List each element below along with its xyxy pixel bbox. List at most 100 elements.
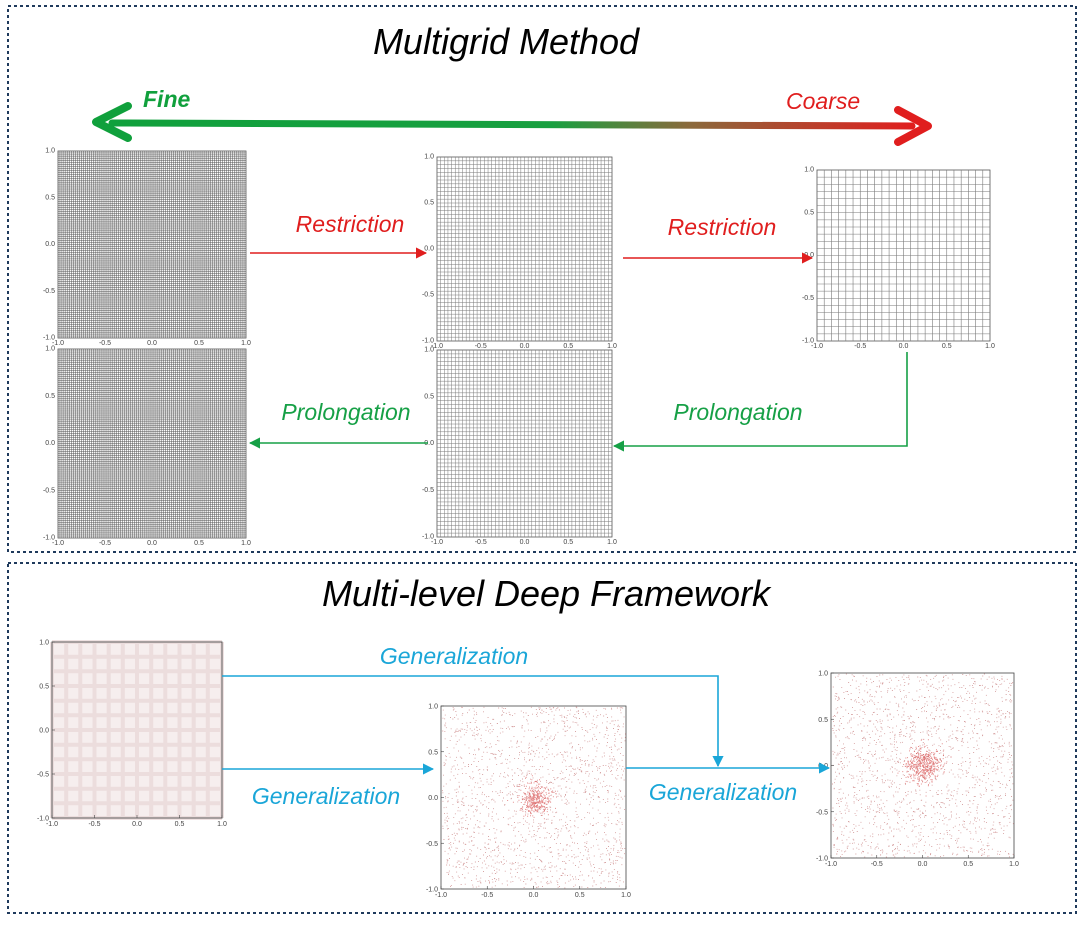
- x-tick-label: 0.5: [963, 861, 973, 868]
- grid-x-tick: 0.5: [194, 540, 204, 547]
- grid-lines: [58, 349, 246, 538]
- x-tick-label: 1.0: [1009, 861, 1019, 868]
- restriction-label-2: Restriction: [668, 214, 777, 240]
- restriction-label-1: Restriction: [296, 211, 405, 237]
- top-panel-title: Multigrid Method: [373, 21, 640, 62]
- grid-x-tick: -0.5: [99, 340, 111, 347]
- y-tick-label: 0.0: [428, 795, 438, 802]
- prolongation-label-2: Prolongation: [281, 399, 410, 425]
- grid-y-tick: 0.5: [45, 393, 55, 400]
- bottom-panel-title: Multi-level Deep Framework: [322, 573, 772, 614]
- y-tick-label: -0.5: [426, 841, 438, 848]
- scatter-uniform-points: [442, 706, 626, 889]
- scatter-cluster-points: [507, 775, 557, 820]
- y-tick-label: 1.0: [428, 704, 438, 711]
- y-tick-label: 1.0: [39, 640, 49, 647]
- generalization-label-left: Generalization: [252, 783, 400, 809]
- grid-y-tick: -1.0: [43, 335, 55, 342]
- grid-lines: [58, 151, 246, 338]
- grid-x-tick: 0.0: [899, 343, 909, 350]
- generalization-label-top: Generalization: [380, 643, 528, 669]
- top-panel-frame: [7, 5, 1077, 553]
- grid-x-tick: -0.5: [854, 343, 866, 350]
- fine-coarse-arrow-shaft: [108, 119, 916, 130]
- y-tick-label: -0.5: [816, 809, 828, 816]
- scatter-cluster-points: [897, 738, 952, 797]
- y-tick-label: 0.0: [818, 763, 828, 770]
- grid-y-tick: -1.0: [422, 338, 434, 345]
- grid-y-tick: 0.5: [424, 393, 434, 400]
- grid-x-tick: -1.0: [431, 343, 443, 350]
- grid-x-tick: -1.0: [52, 340, 64, 347]
- right-scatter-plot: -1.0-1.0-0.5-0.50.00.00.50.51.01.0: [816, 671, 1019, 869]
- x-tick-label: -0.5: [481, 892, 493, 899]
- grid-x-tick: 0.5: [942, 343, 952, 350]
- y-tick-label: -1.0: [426, 887, 438, 894]
- x-tick-label: 0.0: [529, 892, 539, 899]
- grid-x-tick: -0.5: [475, 539, 487, 546]
- grid-x-tick: -1.0: [431, 539, 443, 546]
- grid-x-tick: -1.0: [811, 343, 823, 350]
- x-tick-label: -1.0: [825, 861, 837, 868]
- x-tick-label: 0.5: [575, 892, 585, 899]
- medium-grid-top: -1.0-1.0-0.5-0.50.00.00.50.51.01.0: [422, 154, 617, 351]
- fine-label: Fine: [143, 86, 190, 112]
- grid-x-tick: 0.5: [194, 340, 204, 347]
- grid-y-tick: 0.0: [424, 440, 434, 447]
- grid-x-tick: 0.0: [147, 340, 157, 347]
- grid-lines: [437, 350, 612, 537]
- grid-y-tick: 1.0: [804, 167, 814, 174]
- x-tick-label: -1.0: [46, 821, 58, 828]
- grid-x-tick: 0.5: [563, 539, 573, 546]
- y-tick-label: 0.5: [428, 749, 438, 756]
- grid-y-tick: -0.5: [422, 487, 434, 494]
- grid-y-tick: 0.0: [45, 241, 55, 248]
- generalization-arrow-top: [222, 675, 724, 768]
- grid-y-tick: 0.0: [45, 440, 55, 447]
- x-tick-label: -1.0: [435, 892, 447, 899]
- grid-y-tick: -1.0: [43, 535, 55, 542]
- grid-y-tick: -0.5: [43, 487, 55, 494]
- y-tick-label: 1.0: [818, 671, 828, 678]
- x-tick-label: 0.5: [175, 821, 185, 828]
- grid-x-tick: 1.0: [985, 343, 995, 350]
- grid-y-tick: -1.0: [422, 534, 434, 541]
- grid-y-tick: -0.5: [802, 295, 814, 302]
- x-tick-label: -0.5: [88, 821, 100, 828]
- x-tick-label: 1.0: [217, 821, 227, 828]
- grid-x-tick: 1.0: [607, 539, 617, 546]
- mid-scatter-plot: -1.0-1.0 -0.5 -0.5 0.0 0.0 0.5 0.5 1.0 1.0: [426, 704, 631, 900]
- grid-x-tick: 0.0: [520, 539, 530, 546]
- generalization-label-right: Generalization: [649, 779, 797, 805]
- grid-x-tick: -1.0: [52, 540, 64, 547]
- y-tick-label: 0.5: [39, 684, 49, 691]
- grid-y-tick: 1.0: [45, 148, 55, 155]
- grid-y-tick: 0.0: [424, 246, 434, 253]
- prolongation-label-1: Prolongation: [673, 399, 802, 425]
- grid-lines: [817, 170, 990, 341]
- y-tick-label: -1.0: [816, 856, 828, 863]
- x-tick-label: 0.0: [132, 821, 142, 828]
- grid-y-tick: 0.5: [804, 209, 814, 216]
- bottom-panel-frame: [7, 562, 1077, 914]
- grid-y-tick: -0.5: [43, 288, 55, 295]
- grid-y-tick: -0.5: [422, 292, 434, 299]
- x-tick-label: -0.5: [871, 861, 883, 868]
- y-tick-label: -0.5: [37, 772, 49, 779]
- y-tick-label: -1.0: [37, 816, 49, 823]
- y-tick-label: 0.5: [818, 717, 828, 724]
- grid-y-tick: 0.5: [45, 194, 55, 201]
- grid-lines: [437, 157, 612, 341]
- grid-y-tick: 0.5: [424, 200, 434, 207]
- grid-x-tick: 0.0: [147, 540, 157, 547]
- grid-y-tick: -1.0: [802, 338, 814, 345]
- uniform-sample-plot: -1.0-1.0-0.5-0.50.00.00.50.51.01.0: [37, 640, 227, 829]
- grid-x-tick: -0.5: [99, 540, 111, 547]
- grid-y-tick: 1.0: [424, 347, 434, 354]
- x-tick-label: 1.0: [621, 892, 631, 899]
- grid-x-tick: 0.0: [520, 343, 530, 350]
- grid-x-tick: -0.5: [475, 343, 487, 350]
- fine-arrowhead: [92, 102, 132, 142]
